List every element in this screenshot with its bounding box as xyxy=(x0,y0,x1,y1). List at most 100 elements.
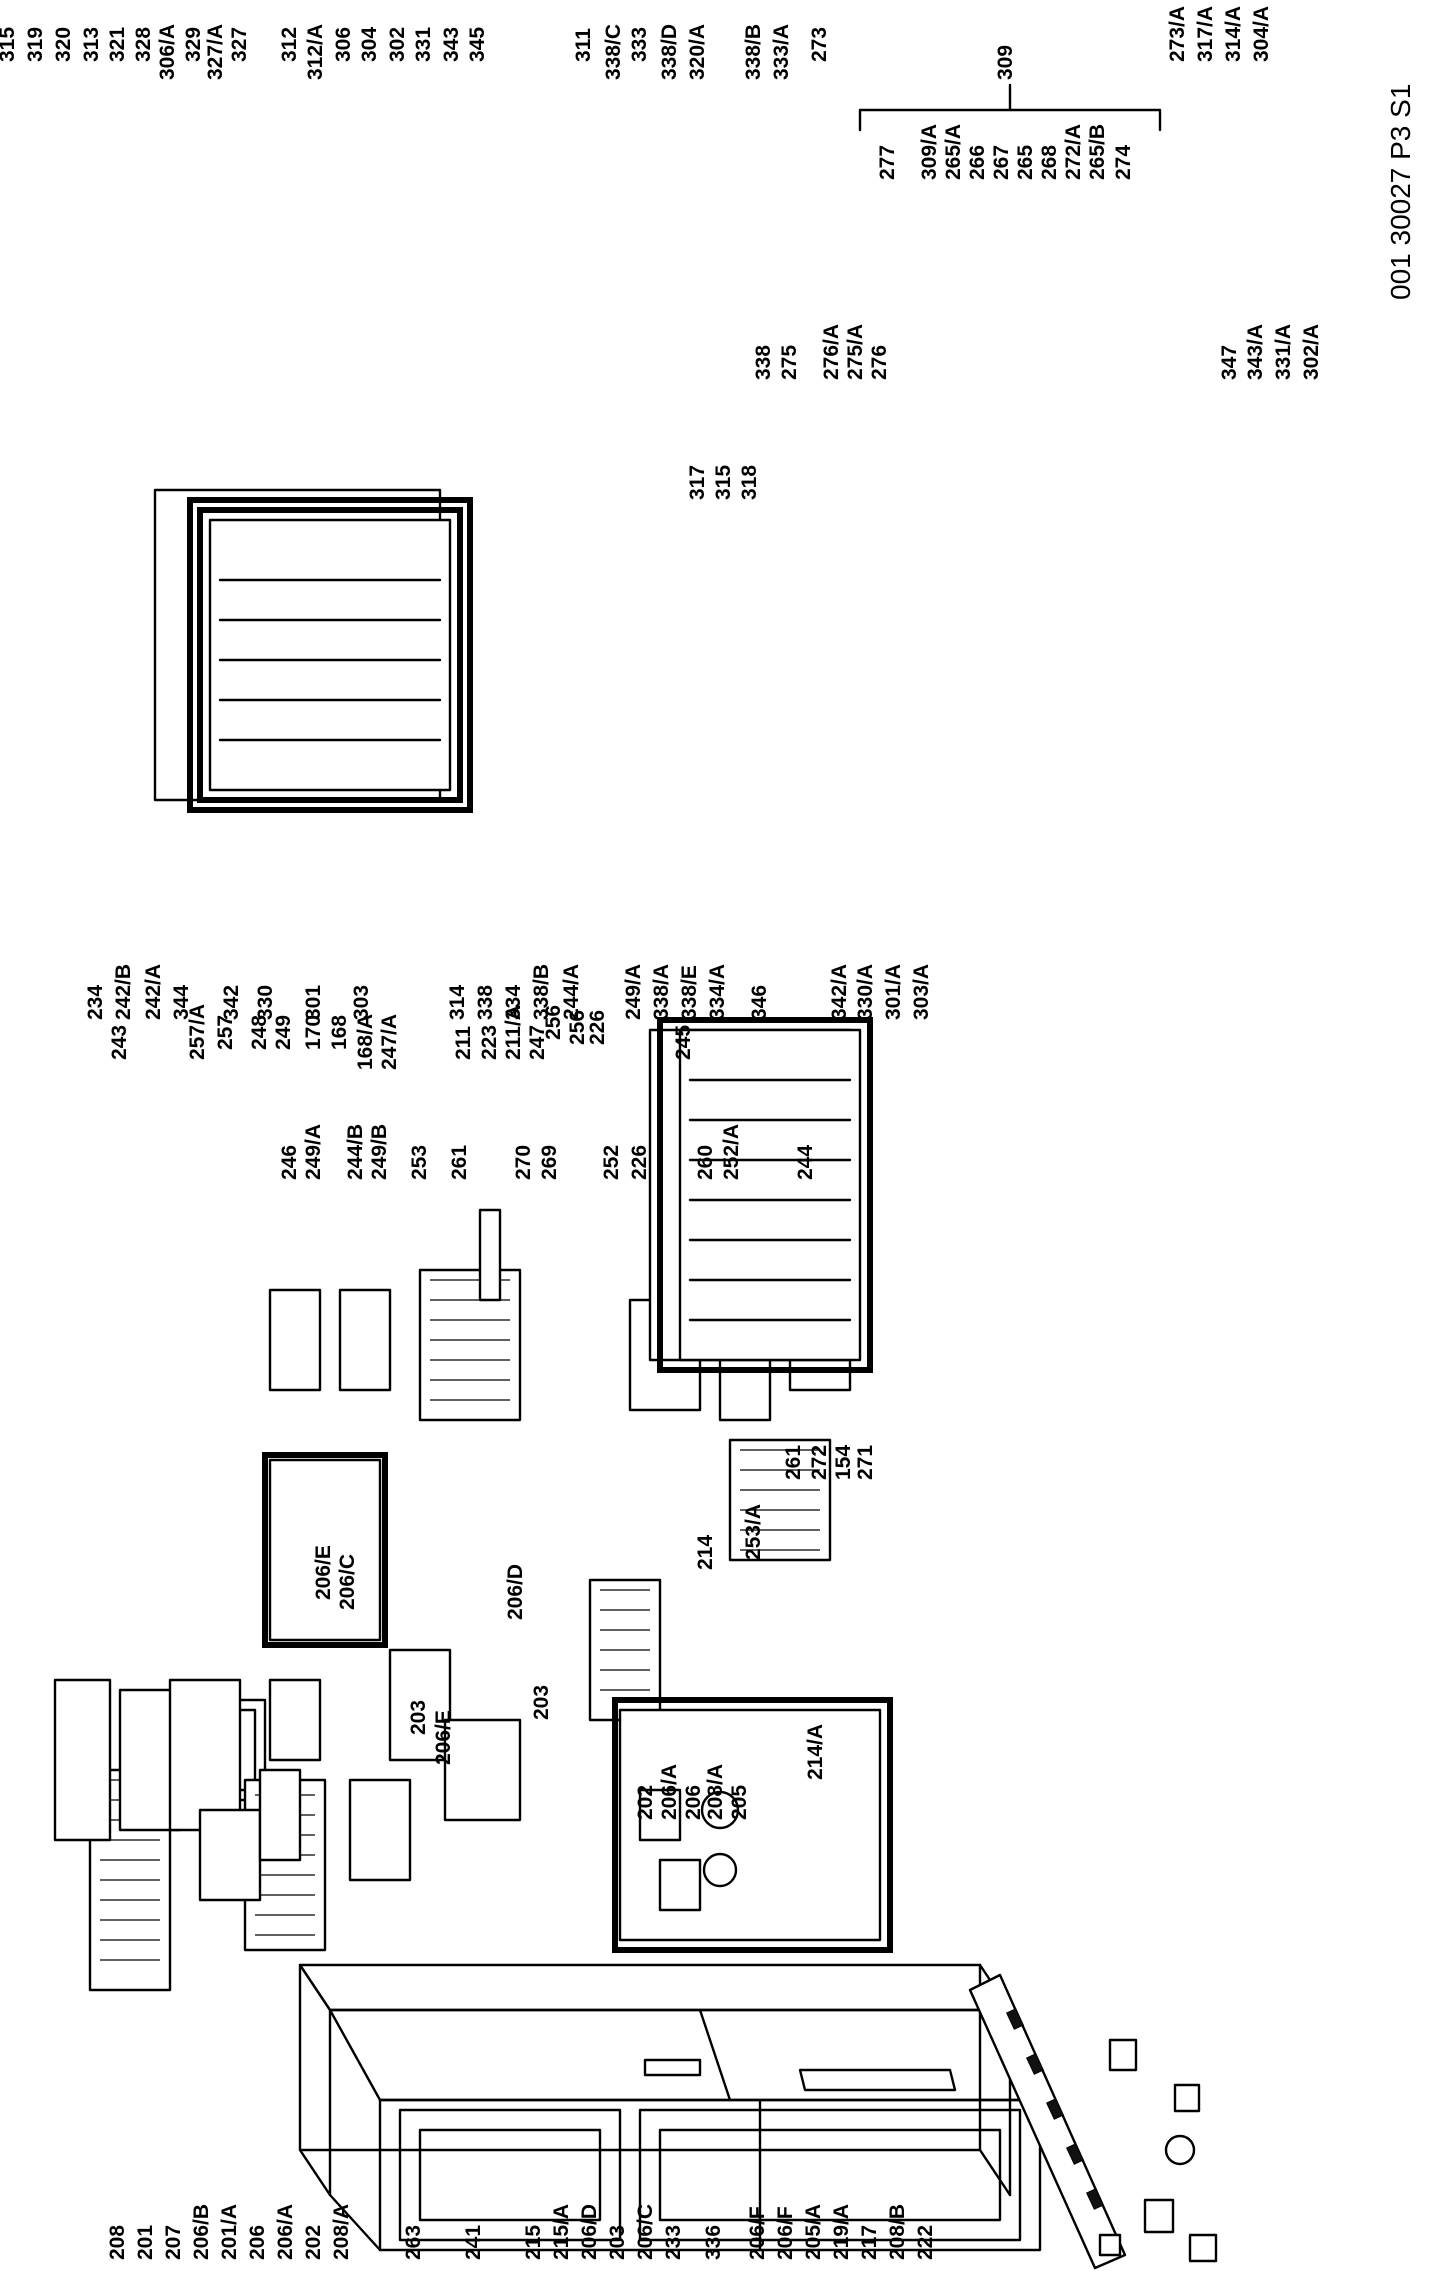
part-label: 247 xyxy=(526,1025,549,1060)
bracket-309: 309 277 309/A 265/A 266 267 265 268 272/… xyxy=(858,45,1162,180)
part-label: 215 xyxy=(522,2225,545,2260)
part-label: 318 xyxy=(738,465,761,500)
part-label: 265/A xyxy=(942,124,965,180)
part-label: 338 xyxy=(474,985,497,1020)
part-label: 170 xyxy=(302,1015,325,1050)
part-label: 346 xyxy=(748,985,771,1020)
part-label: 244/A xyxy=(560,964,583,1020)
part-label: 214/A xyxy=(804,1724,827,1780)
part-label: 304/A xyxy=(1250,6,1273,62)
part-label: 319 xyxy=(24,27,47,62)
part-label: 206/B xyxy=(190,2204,213,2260)
part-label: 222 xyxy=(914,2225,937,2260)
part-label: 206 xyxy=(682,1785,705,1820)
part-label: 203 xyxy=(407,1700,430,1735)
part-label: 273 xyxy=(808,27,831,62)
part-label: 208/A xyxy=(704,1764,727,1820)
part-label: 249 xyxy=(272,1015,295,1050)
part-label: 249/A xyxy=(302,1124,325,1180)
part-label: 233 xyxy=(662,2225,685,2260)
part-label: 206/C xyxy=(634,2204,657,2260)
part-label: 202 xyxy=(302,2225,325,2260)
part-label: 208 xyxy=(106,2225,129,2260)
part-label: 303/A xyxy=(910,964,933,1020)
part-label: 344 xyxy=(170,985,193,1020)
part-label: 275/A xyxy=(844,324,867,380)
part-label: 223 xyxy=(478,1025,501,1060)
part-label: 205 xyxy=(728,1785,751,1820)
part-label: 327 xyxy=(228,27,251,62)
part-label: 226 xyxy=(586,1010,609,1045)
part-label: 208/B xyxy=(886,2204,909,2260)
part-label: 249/A xyxy=(622,964,645,1020)
part-label: 327/A xyxy=(204,24,227,80)
part-label: 274 xyxy=(1112,145,1135,180)
part-label: 202 xyxy=(634,1785,657,1820)
part-label: 205/A xyxy=(802,2204,825,2260)
part-label: 276 xyxy=(868,345,891,380)
part-label: 257 xyxy=(214,1015,237,1050)
part-label: 252 xyxy=(600,1145,623,1180)
bracket-label: 309 xyxy=(994,45,1017,80)
part-label: 265/B xyxy=(1086,124,1109,180)
left-callouts-c: 246 249/A 244/B 249/B 253 261 270 269 25… xyxy=(278,1124,877,1480)
part-label: 203 xyxy=(606,2225,629,2260)
part-label: 214 xyxy=(694,1535,717,1570)
part-label: 302 xyxy=(386,27,409,62)
part-label: 343 xyxy=(440,27,463,62)
part-label: 168 xyxy=(328,1015,351,1050)
part-label: 248 xyxy=(248,1015,271,1050)
part-label: 201 xyxy=(134,2225,157,2260)
part-label: 242/B xyxy=(112,964,135,1020)
part-label: 306/A xyxy=(156,24,179,80)
part-label: 313 xyxy=(80,27,103,62)
part-label: 347 xyxy=(1218,345,1241,380)
right-top-labels: 315 319 320 313 321 328 306/A 329 327/A … xyxy=(0,24,831,80)
part-label: 241 xyxy=(462,2225,485,2260)
part-label: 253/A xyxy=(742,1504,765,1560)
part-label: 245 xyxy=(672,1025,695,1060)
part-label: 273/A xyxy=(1166,6,1189,62)
part-label: 276/A xyxy=(820,324,843,380)
part-label: 336 xyxy=(702,2225,725,2260)
part-label: 312 xyxy=(278,27,301,62)
part-label: 315 xyxy=(0,27,19,62)
part-label: 206/F xyxy=(774,2206,797,2260)
part-label: 201/A xyxy=(218,2204,241,2260)
part-label: 314 xyxy=(446,985,469,1020)
part-label: 261 xyxy=(782,1445,805,1480)
part-label: 338/B xyxy=(530,964,553,1020)
part-label: 256 xyxy=(566,1010,589,1045)
part-label: 206 xyxy=(246,2225,269,2260)
part-label: 266 xyxy=(966,145,989,180)
right-bottom-labels: 234 242/B 242/A 344 342 330 301 303 314 … xyxy=(84,964,933,1020)
part-label: 314/A xyxy=(1222,6,1245,62)
part-label: 206/D xyxy=(504,1564,527,1620)
part-label: 267 xyxy=(990,145,1013,180)
part-label: 333 xyxy=(628,27,651,62)
part-label: 338/B xyxy=(742,24,765,80)
part-label: 301/A xyxy=(882,964,905,1020)
part-label: 168/A xyxy=(354,1014,377,1070)
part-label: 275 xyxy=(778,345,801,380)
part-label: 329 xyxy=(182,27,205,62)
part-label: 244/B xyxy=(344,1124,367,1180)
part-label: 331 xyxy=(412,27,435,62)
part-label: 208/A xyxy=(330,2204,353,2260)
part-label: 206/C xyxy=(336,1554,359,1610)
part-label: 306 xyxy=(332,27,355,62)
left-bottom-labels: 208 201 207 206/B 201/A 206 206/A 202 20… xyxy=(106,2204,937,2260)
part-label: 206/E xyxy=(432,1710,455,1765)
part-label: 261 xyxy=(448,1145,471,1180)
part-label: 256 xyxy=(542,1005,565,1040)
part-label: 154 xyxy=(832,1445,855,1480)
part-label: 321 xyxy=(106,27,129,62)
part-label: 257/A xyxy=(186,1004,209,1060)
part-label: 333/A xyxy=(770,24,793,80)
part-label: 345 xyxy=(466,27,489,62)
right-side-labels: 273/A 317/A 314/A 304/A 347 343/A 331/A … xyxy=(1166,6,1323,380)
part-label: 317/A xyxy=(1194,6,1217,62)
part-label: 320 xyxy=(52,27,75,62)
doors-drawing xyxy=(53,488,893,1953)
